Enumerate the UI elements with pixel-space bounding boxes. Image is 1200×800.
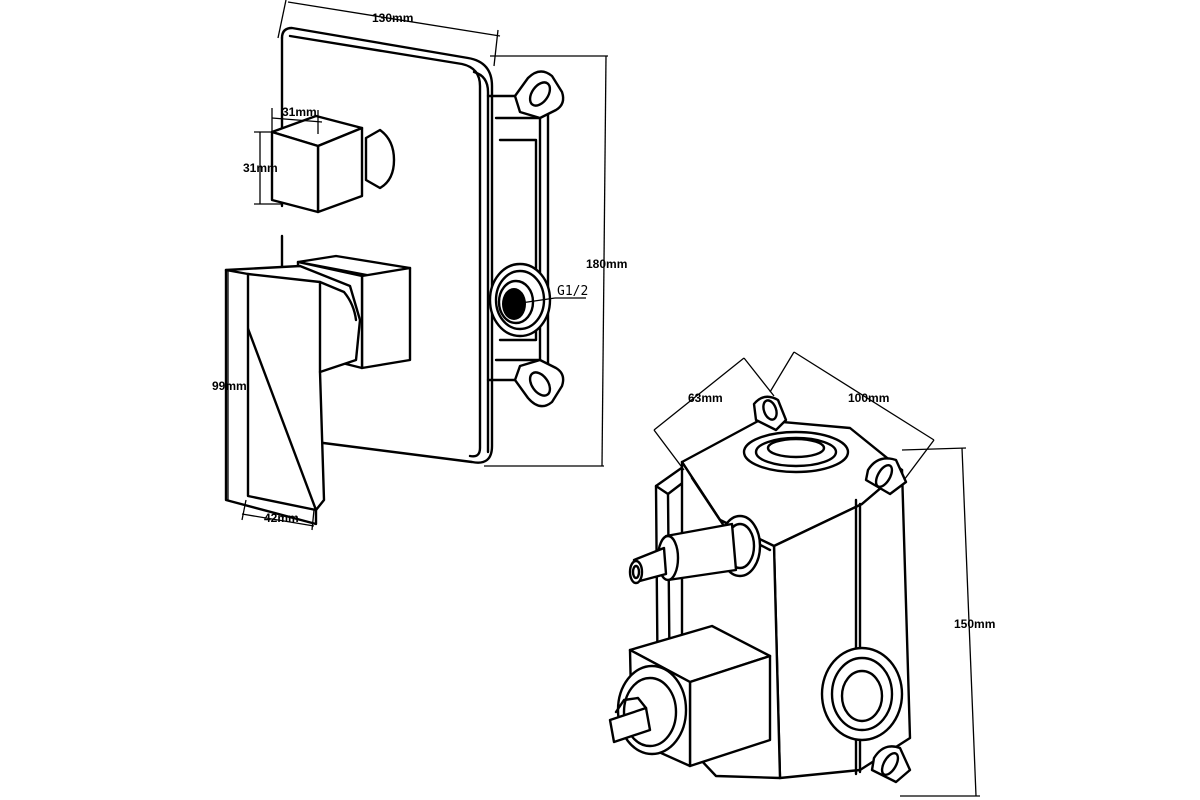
thread-label: G1/2 <box>557 284 588 299</box>
side-port <box>820 646 904 742</box>
faceplate <box>280 26 494 464</box>
dim-knob-height-label: 31mm <box>243 161 278 175</box>
top-port <box>742 430 850 474</box>
diverter-knob <box>270 114 396 214</box>
front-view: 130mm 180mm 31mm 31mm 99mm 42mm <box>212 0 627 531</box>
diverter-spindle <box>628 514 762 585</box>
dim-box-height-label: 150mm <box>954 617 995 631</box>
dim-box-width-label: 100mm <box>848 391 889 405</box>
dim-width-label: 130mm <box>372 11 413 25</box>
dim-lever-width-label: 42mm <box>264 511 299 525</box>
front-dimensions: 130mm 180mm 31mm 31mm 99mm 42mm <box>212 0 627 531</box>
box-dimensions: 63mm 100mm 150mm <box>653 351 995 797</box>
dim-lever-height-label: 99mm <box>212 379 247 393</box>
mounting-box-view: 63mm 100mm 150mm <box>608 351 995 797</box>
cartridge-block <box>608 624 772 768</box>
dim-height-label: 180mm <box>586 257 627 271</box>
box-lugs <box>752 395 912 784</box>
mounting-box-rear <box>486 70 565 408</box>
dim-box-depth-label: 63mm <box>688 391 723 405</box>
lever-handle <box>224 254 412 526</box>
dim-knob-width-label: 31mm <box>282 105 317 119</box>
